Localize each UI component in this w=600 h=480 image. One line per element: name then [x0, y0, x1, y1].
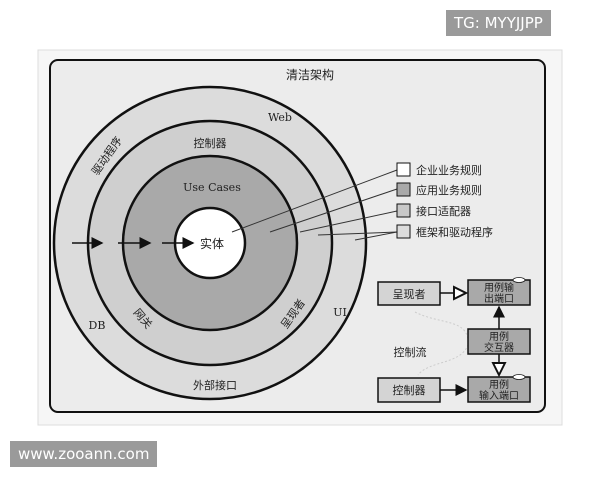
legend-swatch-enterprise [396, 162, 411, 177]
legend-label: 框架和驱动程序 [416, 225, 493, 239]
label-entities: 实体 [200, 236, 224, 251]
watermark-top: TG: MYYJJPP [446, 10, 551, 36]
legend-swatch-adapters [396, 203, 411, 218]
control-flow-label: 控制流 [394, 345, 427, 359]
control-flow-diagram: 呈现者 用例输 出端口 用例 交互器 控制器 用例 输入端口 控制流 [377, 277, 531, 403]
box-input-port [467, 376, 531, 403]
box-input-port-label: 用例 [489, 378, 509, 391]
label-web: Web [268, 111, 292, 124]
legend-label: 应用业务规则 [416, 183, 482, 197]
watermark-bottom: www.zooann.com [10, 441, 158, 467]
legend-leader-lines [231, 169, 398, 241]
box-output-port-label: 用例输 [484, 281, 514, 294]
box-interactor [467, 328, 531, 355]
label-controllers: 控制器 [194, 136, 227, 150]
box-controller-label: 控制器 [393, 383, 426, 397]
legend: 企业业务规则 应用业务规则 接口适配器 框架和驱动程序 [396, 162, 493, 239]
box-input-port-label: 输入端口 [479, 389, 519, 402]
diagram-title: 清洁架构 [286, 67, 334, 82]
legend-swatch-frameworks [396, 224, 411, 239]
box-interactor-label: 交互器 [484, 341, 514, 354]
interface-icon [512, 374, 526, 380]
interface-icon [512, 277, 526, 283]
legend-label: 接口适配器 [416, 205, 471, 218]
label-external-interfaces: 外部接口 [193, 378, 237, 392]
box-output-port [467, 279, 531, 306]
label-ui: UI [333, 306, 347, 319]
box-presenter-label: 呈现者 [393, 288, 426, 301]
box-output-port-label: 出端口 [484, 292, 514, 305]
label-usecases: Use Cases [183, 181, 241, 194]
legend-swatch-application [396, 182, 411, 197]
legend-label: 企业业务规则 [416, 163, 482, 177]
box-controller [377, 377, 441, 403]
label-db: DB [89, 319, 106, 332]
box-interactor-label: 用例 [489, 330, 509, 343]
